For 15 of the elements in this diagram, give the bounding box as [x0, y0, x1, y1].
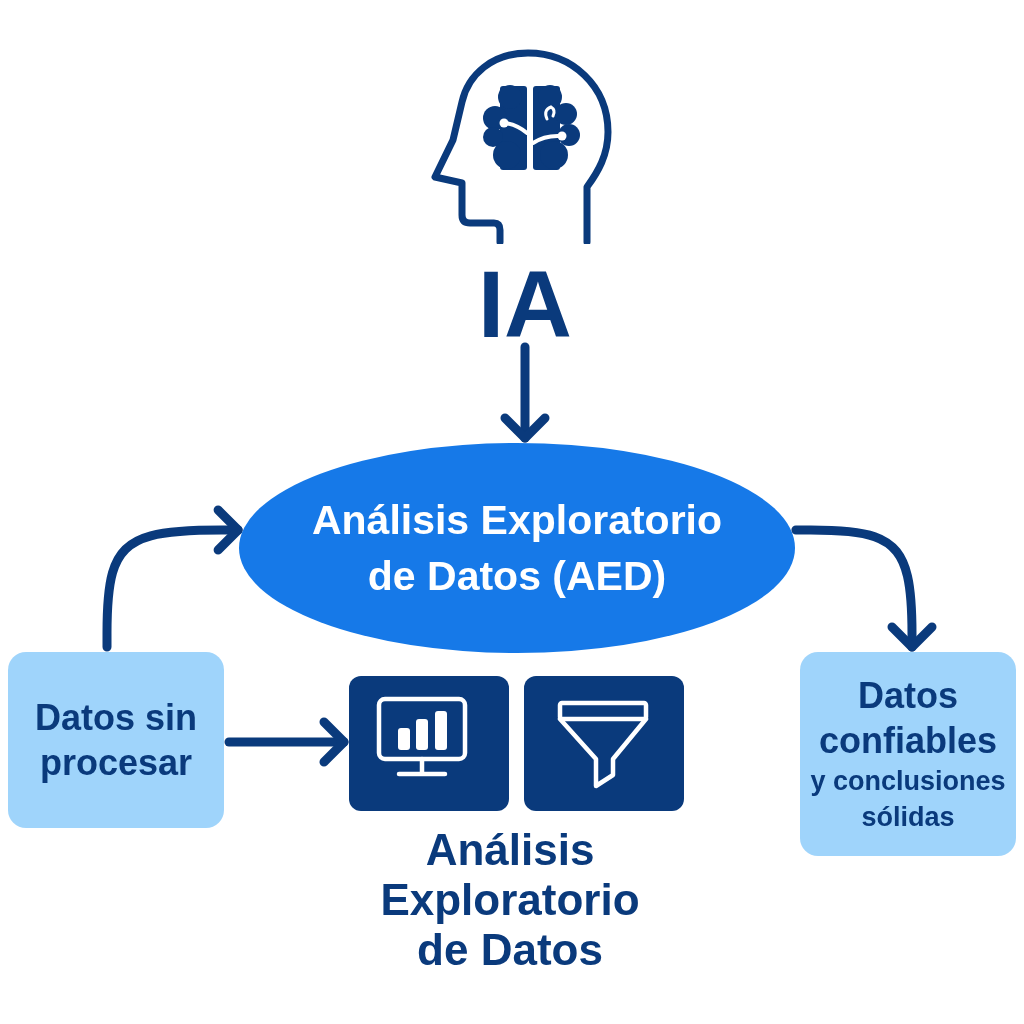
input-box — [8, 652, 224, 828]
node-subtext: y conclusiones sólidas — [809, 765, 1007, 834]
funnel-icon — [524, 676, 684, 811]
output-box — [800, 652, 1016, 856]
arrow — [500, 342, 550, 443]
caption-text: Análisis Exploratorio de Datos — [379, 825, 641, 975]
process-ellipse — [239, 443, 795, 653]
curved-arrow — [102, 505, 243, 652]
monitor-chart-icon — [349, 676, 509, 811]
node-label: Datos sin procesar — [33, 696, 198, 785]
ellipse-label: Análisis Exploratorio de Datos (AED) — [310, 496, 724, 601]
curved-arrow — [791, 525, 937, 652]
heading-text: IA — [475, 267, 575, 342]
node-label: Datos confiables — [817, 674, 999, 763]
arrow — [224, 717, 349, 767]
